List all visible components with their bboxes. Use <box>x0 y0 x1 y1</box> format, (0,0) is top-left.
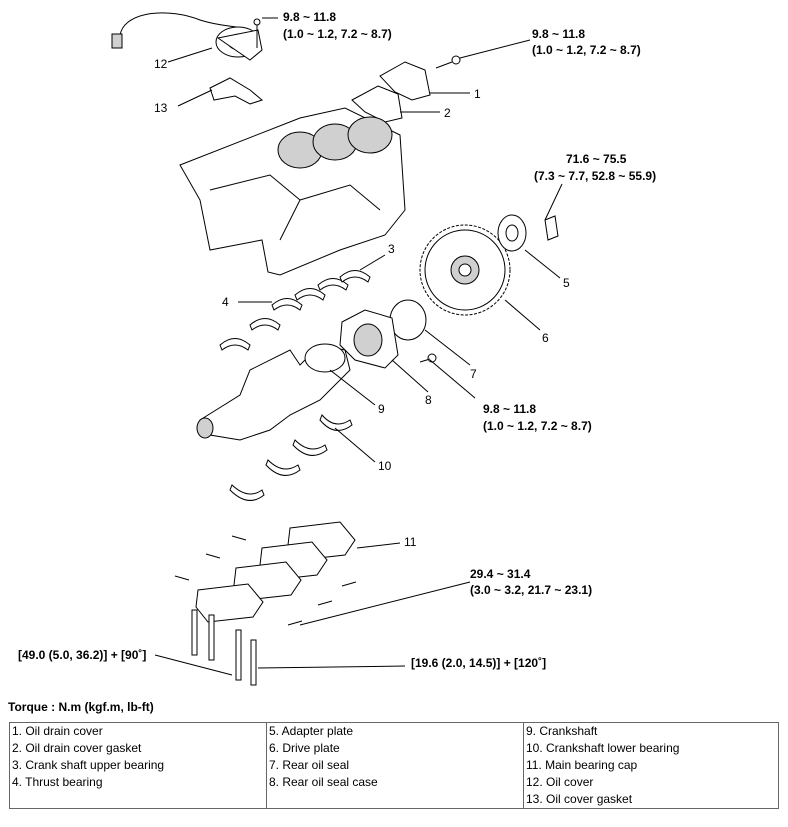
legend-cell: 8. Rear oil seal case <box>266 774 524 791</box>
parts-legend-table: 1. Oil drain cover 5. Adapter plate 9. C… <box>9 722 779 809</box>
exploded-engine-diagram: 12 13 1 2 3 4 5 6 7 8 9 10 11 9.8 ~ 11.8… <box>18 10 656 686</box>
upper-bearing-parts <box>219 270 371 351</box>
legend-cell: 1. Oil drain cover <box>9 722 267 740</box>
label-3: 3 <box>388 242 395 256</box>
label-13: 13 <box>154 101 168 115</box>
oil-drain-cover-gasket-part <box>351 85 403 123</box>
lower-bearing-parts <box>229 414 353 501</box>
legend-cell: 7. Rear oil seal <box>266 757 524 774</box>
legend-cell <box>9 791 267 809</box>
label-6: 6 <box>542 331 549 345</box>
torque-oil-cover-nm: 9.8 ~ 11.8 <box>283 10 336 24</box>
torque-oil-cover-other: (1.0 ~ 1.2, 7.2 ~ 8.7) <box>283 27 392 41</box>
drain-cover-bolt <box>451 55 461 65</box>
label-1: 1 <box>474 87 481 101</box>
label-8: 8 <box>425 393 432 407</box>
legend-cell: 10. Crankshaft lower bearing <box>523 740 779 757</box>
oil-cover-part <box>111 12 263 61</box>
legend-cell: 13. Oil cover gasket <box>523 791 779 809</box>
label-5: 5 <box>563 276 570 290</box>
torque-cap-side-nm: 29.4 ~ 31.4 <box>470 567 531 581</box>
legend-row: 1. Oil drain cover 5. Adapter plate 9. C… <box>9 722 779 740</box>
torque-cap-bolt-left: [49.0 (5.0, 36.2)] + [90˚] <box>18 648 146 662</box>
crankshaft-part <box>196 343 351 441</box>
legend-row: 3. Crank shaft upper bearing 7. Rear oil… <box>9 757 779 774</box>
label-2: 2 <box>444 106 451 120</box>
legend-cell: 5. Adapter plate <box>266 722 524 740</box>
torque-drive-plate-nm: 71.6 ~ 75.5 <box>566 152 627 166</box>
torque-seal-case-nm: 9.8 ~ 11.8 <box>483 402 536 416</box>
label-12: 12 <box>154 57 168 71</box>
torque-cap-bolt-right: [19.6 (2.0, 14.5)] + [120˚] <box>411 656 546 670</box>
legend-cell: 4. Thrust bearing <box>9 774 267 791</box>
seal-case-bolt <box>427 353 437 363</box>
oil-cover-gasket-part <box>209 77 264 105</box>
torque-drain-cover-other: (1.0 ~ 1.2, 7.2 ~ 8.7) <box>532 43 641 57</box>
torque-drain-cover-nm: 9.8 ~ 11.8 <box>532 27 585 41</box>
torque-callouts: 9.8 ~ 11.8 (1.0 ~ 1.2, 7.2 ~ 8.7) 9.8 ~ … <box>18 10 656 670</box>
legend-cell: 11. Main bearing cap <box>523 757 779 774</box>
main-bearing-cap-parts <box>195 521 356 623</box>
legend-cell <box>266 791 524 809</box>
label-4: 4 <box>222 295 229 309</box>
legend-row: 4. Thrust bearing 8. Rear oil seal case … <box>9 774 779 791</box>
torque-cap-side-other: (3.0 ~ 3.2, 21.7 ~ 23.1) <box>470 583 592 597</box>
legend-row: 2. Oil drain cover gasket 6. Drive plate… <box>9 740 779 757</box>
label-7: 7 <box>470 367 477 381</box>
label-9: 9 <box>378 402 385 416</box>
legend-row: 13. Oil cover gasket <box>9 791 779 809</box>
label-10: 10 <box>378 459 392 473</box>
drive-plate-bolt <box>544 215 559 241</box>
cylinder-block-part <box>179 107 406 276</box>
legend-cell: 12. Oil cover <box>523 774 779 791</box>
torque-drive-plate-other: (7.3 ~ 7.7, 52.8 ~ 55.9) <box>534 169 656 183</box>
label-11: 11 <box>404 535 417 549</box>
legend-cell: 2. Oil drain cover gasket <box>9 740 267 757</box>
torque-seal-case-other: (1.0 ~ 1.2, 7.2 ~ 8.7) <box>483 419 592 433</box>
part-number-labels: 12 13 1 2 3 4 5 6 7 8 9 10 11 <box>154 57 570 549</box>
legend-cell: 3. Crank shaft upper bearing <box>9 757 267 774</box>
legend-cell: 9. Crankshaft <box>523 722 779 740</box>
rear-oil-seal-part <box>389 299 427 341</box>
oil-drain-cover-part <box>379 61 431 101</box>
cap-main-bolts <box>191 609 257 686</box>
drive-plate-part <box>419 224 511 316</box>
torque-unit-heading: Torque : N.m (kgf.m, lb-ft) <box>8 700 154 714</box>
leader-lines <box>154 17 563 676</box>
legend-cell: 6. Drive plate <box>266 740 524 757</box>
cap-side-bolts <box>174 535 357 626</box>
